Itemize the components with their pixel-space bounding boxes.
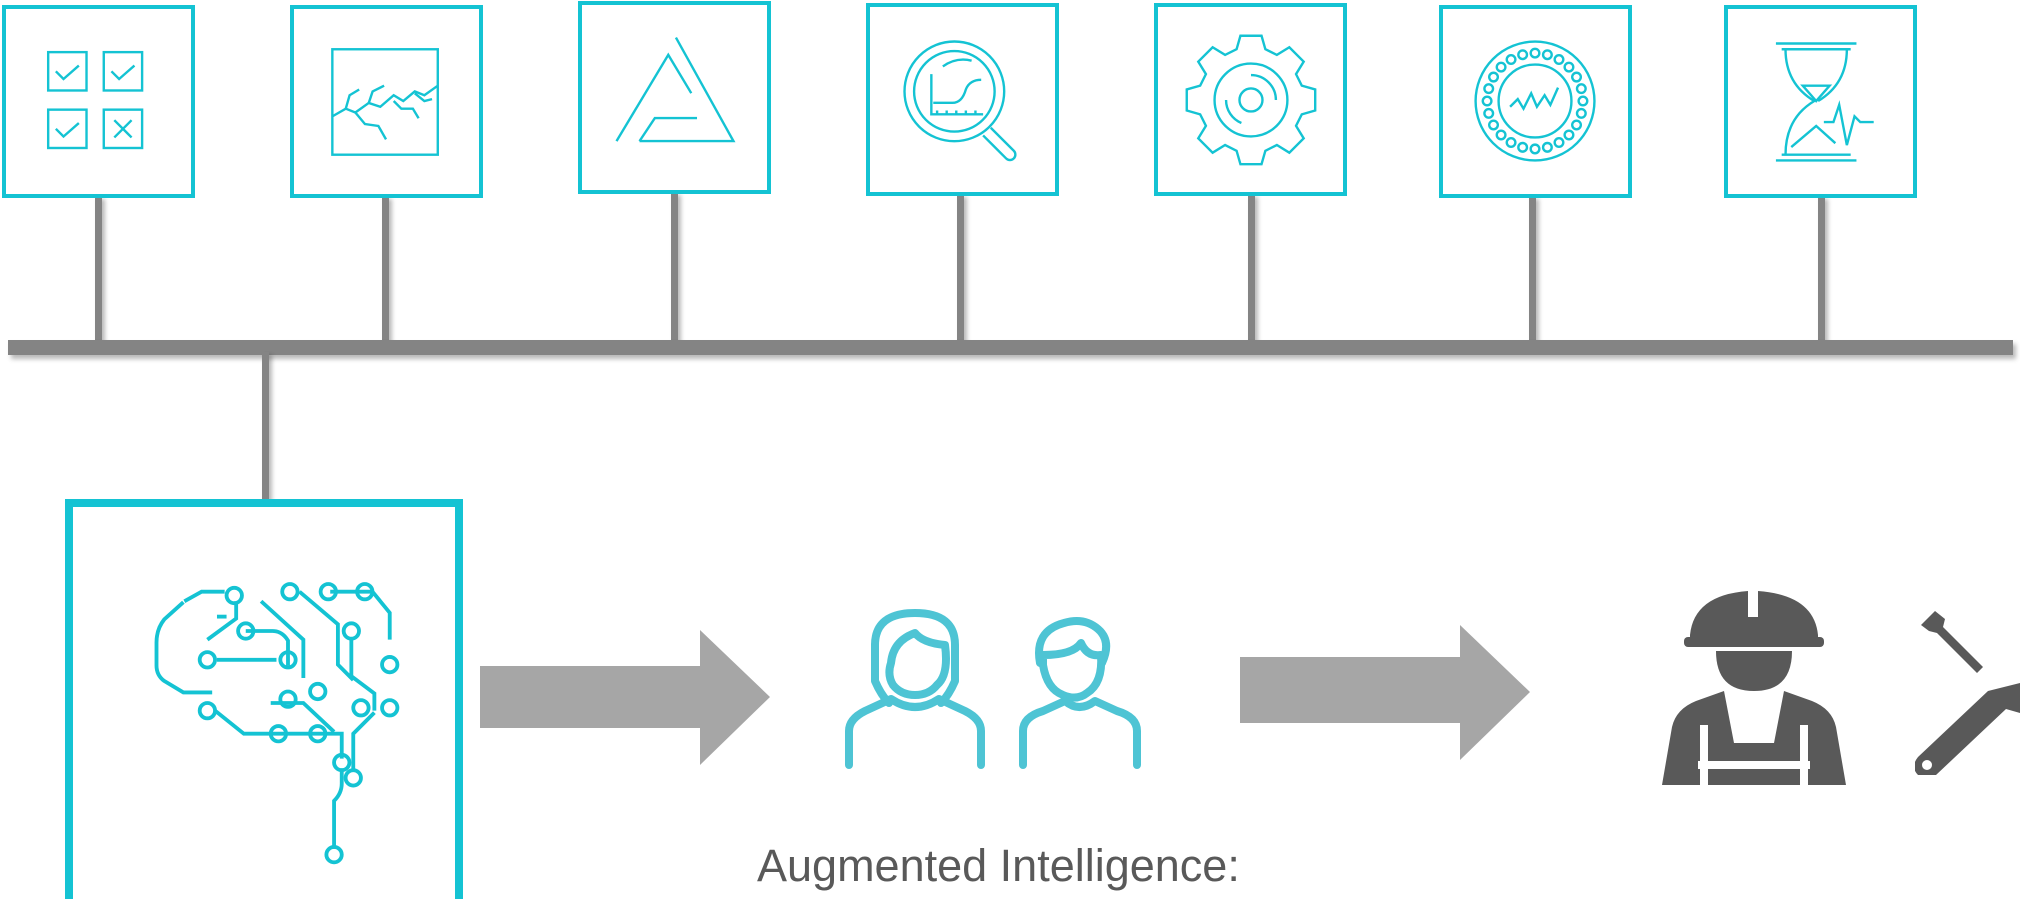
sensor-box-checklist [2,5,195,198]
data-bus-line [8,340,2013,355]
bearing-ball [1575,107,1587,119]
bearing-ball [1553,137,1565,149]
caption-text: Augmented Intelligence: [757,840,1240,891]
bearing-ball [1488,119,1500,131]
sensor-box-hourglass [1724,5,1917,198]
triangle-icon [615,37,736,143]
connector-pole-7 [1818,196,1825,342]
magnifier-chart-icon [903,40,1017,162]
sensor-box-magnifier [866,3,1059,196]
bearing-ball [1483,107,1495,119]
bearing-ball [1481,95,1493,107]
ai-engine-box [65,499,463,899]
bearing-ball [1529,47,1541,59]
construction-worker-icon [1662,591,1846,785]
bearing-ball [1541,49,1553,61]
bearing-ball [1488,71,1500,83]
connector-pole-3 [671,192,678,342]
flow-arrow-1 [480,630,770,765]
two-people-icon [845,609,1141,769]
bearing-ball [1563,129,1575,141]
bearing-ball [1571,71,1583,83]
connector-pole-1 [95,196,102,342]
connector-pole-4 [957,194,964,342]
bearing-ball [1517,49,1529,61]
bearing-ball [1517,141,1529,153]
bearing-ball [1505,137,1517,149]
bearing-ball [1563,61,1575,73]
sensor-box-crack [290,5,483,198]
wrench-screwdriver-icon [1915,611,2020,775]
connector-pole-6 [1529,196,1536,342]
gear-icon [1185,34,1317,166]
bearing-ball [1571,119,1583,131]
sensor-box-bearing [1439,5,1632,198]
hourglass-signal-icon [1775,42,1874,162]
circuit-brain-icon [154,582,400,865]
sensor-box-triangle [578,1,771,194]
flow-arrow-2 [1240,625,1530,760]
bearing-ball [1577,95,1589,107]
crack-icon [331,48,439,156]
bearing-ball [1541,141,1553,153]
bearing-ball [1495,61,1507,73]
bearing-ball [1483,83,1495,95]
sensor-box-gear [1154,3,1347,196]
bearing-ball [1575,83,1587,95]
connector-pole-2 [382,196,389,342]
connector-pole-5 [1248,194,1255,342]
bearing-ball [1553,54,1565,66]
bearing-signal-icon [1474,40,1596,162]
checklist-icon [46,50,144,150]
bearing-ball [1529,143,1541,155]
bearing-ball [1495,129,1507,141]
connector-pole-ai [262,352,269,500]
bearing-ball [1505,54,1517,66]
